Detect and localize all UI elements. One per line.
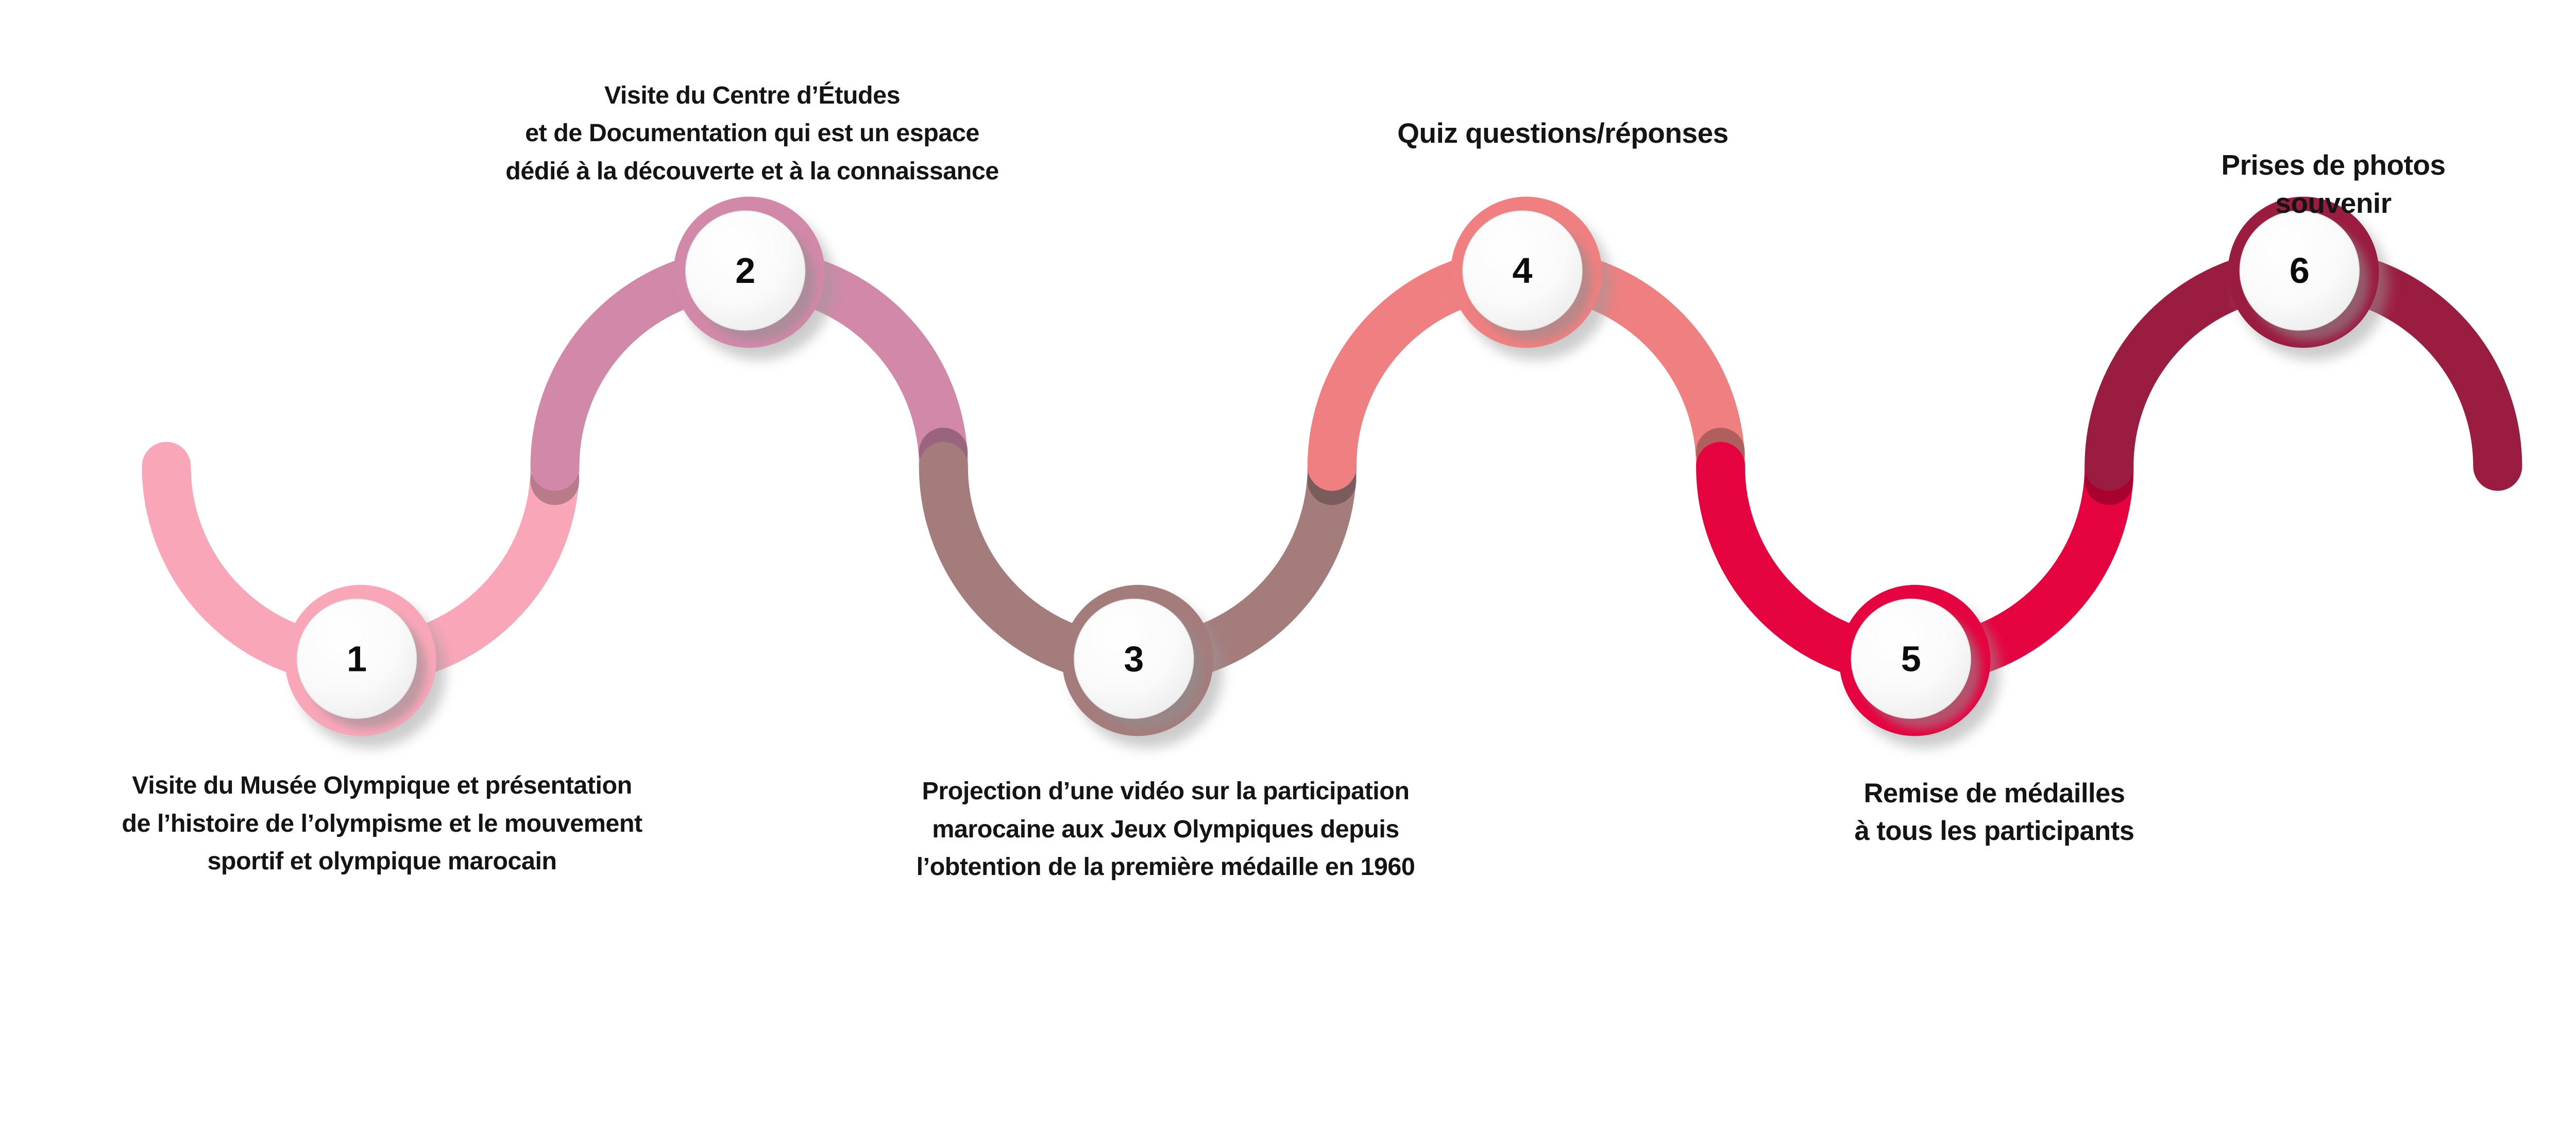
step-label-2: Visite du Centre d’Études et de Document… xyxy=(505,81,999,185)
step-node-5: 5 xyxy=(1839,585,2000,748)
step-node-1: 1 xyxy=(285,585,446,748)
node-disk xyxy=(685,210,806,331)
step-number-2: 2 xyxy=(735,250,755,291)
step-label-5: Remise de médailles à tous les participa… xyxy=(1854,778,2134,846)
step-number-6: 6 xyxy=(2290,250,2310,291)
step-node-2: 2 xyxy=(673,196,835,360)
step-number-1: 1 xyxy=(347,638,367,679)
node-disk xyxy=(296,598,417,719)
node-disk xyxy=(1462,210,1583,331)
process-infographic: 1 2 3 4 xyxy=(122,81,2522,881)
wave-path xyxy=(142,247,2522,685)
step-node-4: 4 xyxy=(1450,196,1612,360)
wave-diagram: 1 2 3 4 xyxy=(142,196,2522,748)
step-node-3: 3 xyxy=(1062,585,1223,748)
step-label-3: Projection d’une vidéo sur la participat… xyxy=(916,777,1415,881)
step-node-6: 6 xyxy=(2228,196,2388,360)
step-number-3: 3 xyxy=(1124,638,1144,679)
step-label-1: Visite du Musée Olympique et présentatio… xyxy=(122,771,642,875)
node-disk xyxy=(1074,598,1194,719)
step-label-4: Quiz questions/réponses xyxy=(1397,116,1728,149)
step-number-5: 5 xyxy=(1901,638,1921,679)
node-disk xyxy=(2239,210,2360,331)
step-number-4: 4 xyxy=(1513,250,1533,291)
node-disk xyxy=(1851,598,1971,719)
step-label-6: Prises de photos souvenir xyxy=(2221,149,2446,219)
